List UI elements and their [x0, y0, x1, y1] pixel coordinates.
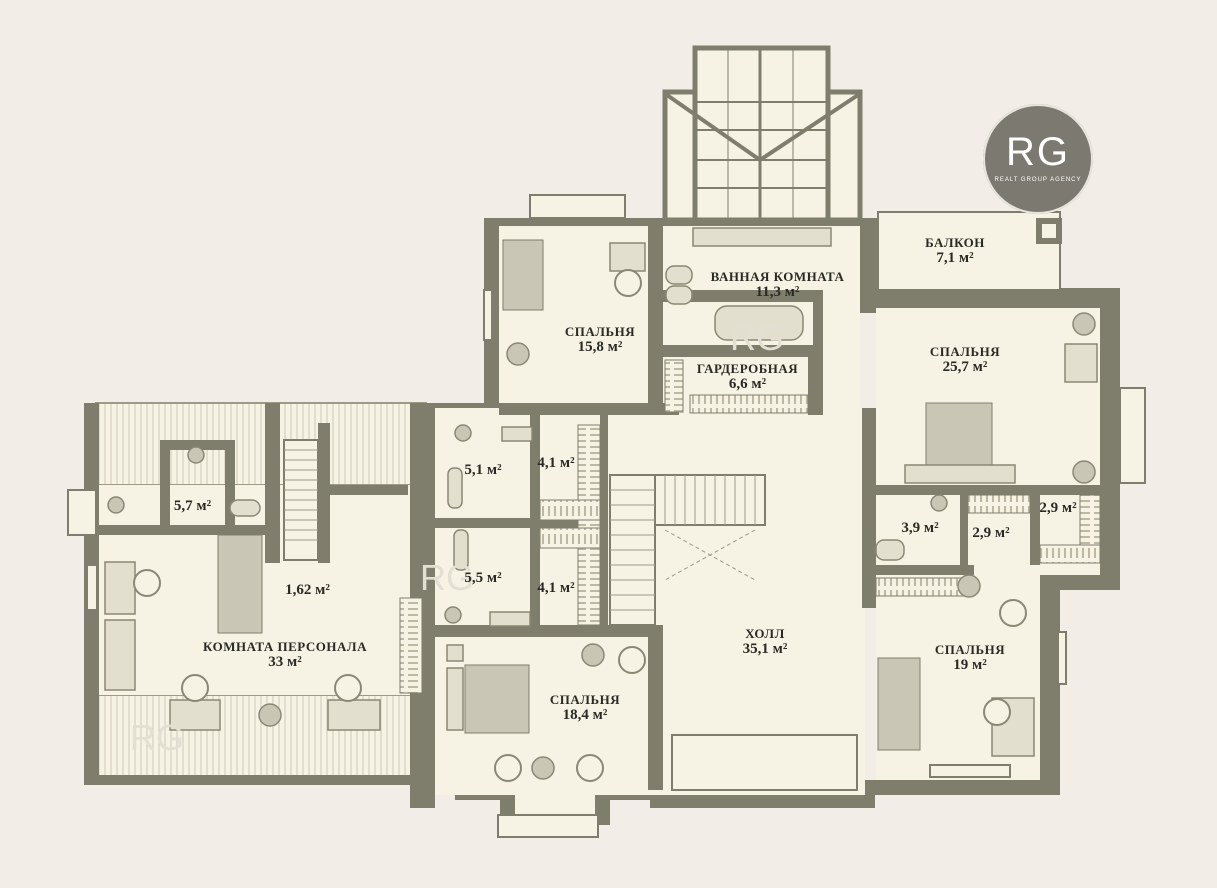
room-wc-c: 3,9 м² — [885, 520, 955, 537]
balcony-area — [877, 211, 1062, 291]
room-area: 19 м² — [953, 657, 987, 674]
room-bedroom-b: СПАЛЬНЯ 25,7 м² — [905, 344, 1025, 376]
room-bedroom-d: СПАЛЬНЯ 19 м² — [915, 642, 1025, 674]
room-area: 25,7 м² — [942, 359, 988, 376]
room-area: 5,5 м² — [464, 570, 502, 586]
room-name: ГАРДЕРОБНАЯ — [696, 361, 799, 376]
room-wardrobe: ГАРДЕРОБНАЯ 6,6 м² — [685, 361, 810, 393]
room-area: 4,1 м² — [537, 455, 575, 471]
room-area: 2,9 м² — [1039, 500, 1077, 516]
room-area: 11,3 м² — [755, 284, 800, 301]
room-name: СПАЛЬНЯ — [934, 642, 1006, 657]
watermark: RG RG RG — [130, 317, 784, 758]
room-staff: КОМНАТА ПЕРСОНАЛА 33 м² — [180, 639, 390, 671]
room-name: СПАЛЬНЯ — [549, 692, 621, 707]
room-name: БАЛКОН — [925, 235, 985, 250]
furniture — [104, 227, 1098, 757]
svg-text:RG: RG — [730, 317, 784, 358]
brand-logo: RG REALT GROUP AGENCY — [983, 104, 1093, 214]
room-name: ВАННАЯ КОМНАТА — [710, 269, 845, 284]
room-area: 15,8 м² — [577, 339, 623, 356]
room-area: 18,4 м² — [562, 707, 608, 724]
room-closet-b: 4,1 м² — [535, 580, 577, 597]
room-staff-wc: 5,7 м² — [155, 498, 230, 515]
svg-text:RG: RG — [420, 557, 474, 598]
room-area: 3,9 м² — [901, 520, 939, 536]
room-area: 5,1 м² — [464, 462, 502, 478]
room-closet-d: 2,9 м² — [1037, 500, 1079, 517]
room-wc-b: 5,5 м² — [448, 570, 518, 587]
room-name: ХОЛЛ — [745, 626, 785, 641]
room-area: 1,62 м² — [285, 582, 330, 598]
room-area: 2,9 м² — [972, 525, 1010, 541]
round-tables — [107, 312, 1096, 780]
room-area: 5,7 м² — [173, 498, 212, 514]
wardrobe-racks — [399, 359, 1101, 694]
stair-treads — [284, 449, 756, 611]
svg-text:RG: RG — [130, 717, 184, 758]
room-area: 33 м² — [268, 654, 302, 671]
room-bedroom-a: СПАЛЬНЯ 15,8 м² — [545, 324, 655, 356]
terrace-top-left — [95, 402, 427, 486]
room-balcony: БАЛКОН 7,1 м² — [905, 235, 1005, 267]
room-name: КОМНАТА ПЕРСОНАЛА — [203, 639, 367, 654]
room-staff-closet: 1,62 м² — [280, 582, 335, 599]
room-bathroom: ВАННАЯ КОМНАТА 11,3 м² — [700, 269, 855, 301]
logo-tagline: REALT GROUP AGENCY — [994, 177, 1082, 183]
beds — [217, 239, 993, 751]
room-area: 6,6 м² — [728, 376, 767, 393]
room-area: 7,1 м² — [936, 250, 974, 267]
room-bedroom-c: СПАЛЬНЯ 18,4 м² — [530, 692, 640, 724]
room-name: СПАЛЬНЯ — [564, 324, 636, 339]
room-name: СПАЛЬНЯ — [929, 344, 1001, 359]
room-area: 4,1 м² — [537, 580, 575, 596]
room-area: 35,1 м² — [742, 641, 788, 658]
interior-walls — [99, 226, 1100, 790]
armchairs — [133, 248, 1032, 782]
room-closet-a: 4,1 м² — [535, 455, 577, 472]
room-wc-a: 5,1 м² — [448, 462, 518, 479]
room-closet-c: 2,9 м² — [970, 525, 1012, 542]
logo-mark: RG — [1006, 130, 1070, 174]
room-hall: ХОЛЛ 35,1 м² — [715, 626, 815, 658]
conservatory — [662, 45, 863, 223]
windows — [67, 194, 1146, 838]
